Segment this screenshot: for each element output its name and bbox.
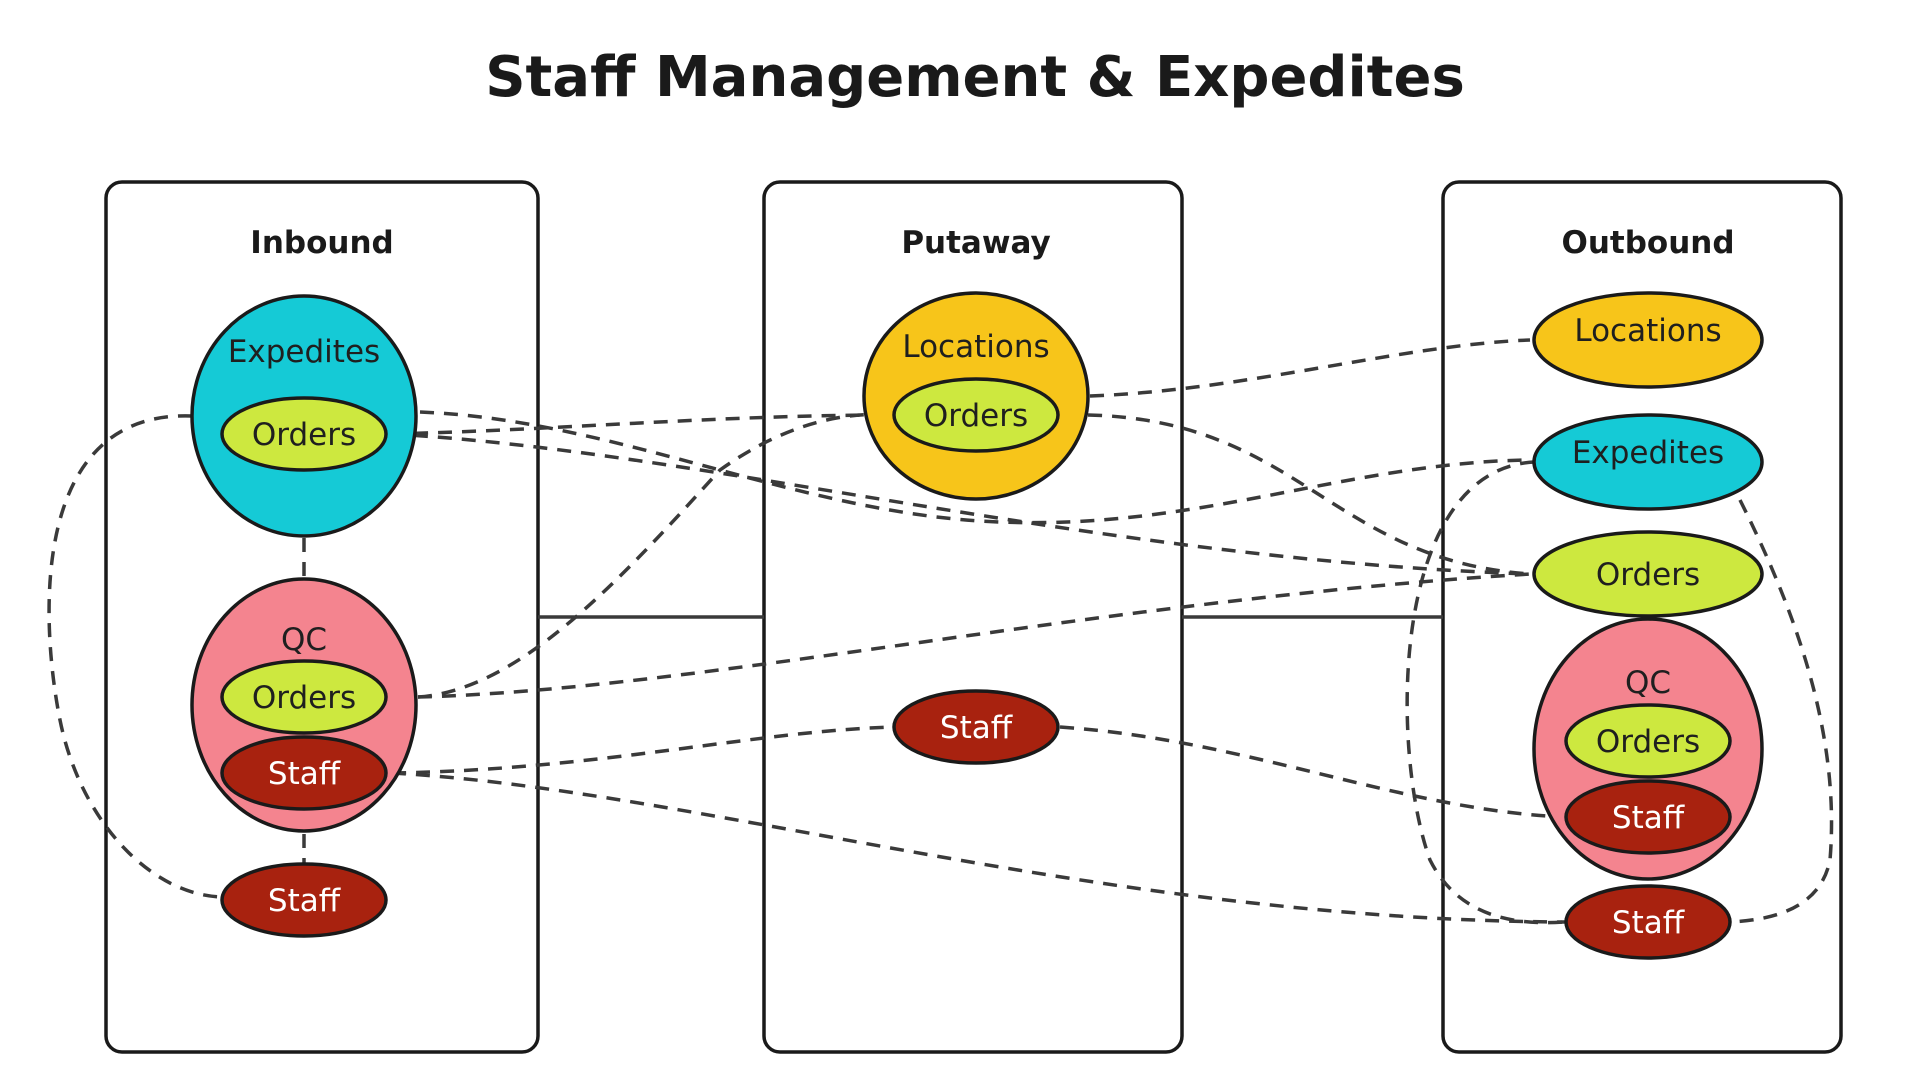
link-putaway-staff-outbound-qc-staff [1059,725,1566,819]
outbound-orders-label: Orders [1596,557,1700,593]
link-exp-orders-putaway-orders [389,413,891,436]
inbound-qc-label: QC [281,622,327,658]
page-title: Staff Management & Expedites [485,45,1465,110]
outbound-expedites-label: Expedites [1572,435,1724,471]
outbound-title: Outbound [1561,225,1734,261]
link-qc-orders-outbound-orders [417,572,1531,699]
inbound-qc-orders-label: Orders [252,680,356,716]
outbound-staff-node[interactable] [1564,884,1732,960]
outbound-locations-node[interactable] [1532,291,1764,389]
outbound-qc-orders-label: Orders [1596,724,1700,760]
outbound-expedites-node[interactable] [1532,413,1764,511]
link-qc-staff-putaway-staff [391,725,897,775]
putaway-title: Putaway [901,225,1050,261]
outbound-orders-node[interactable] [1532,530,1764,618]
inbound-expedites-label: Expedites [228,334,380,370]
dashed-relationships [47,338,1834,925]
inbound-staff-label: Staff [268,883,341,919]
putaway-locations-label: Locations [902,329,1049,365]
inbound-staff-node[interactable] [220,862,388,938]
putaway-locations-orders-label: Orders [924,398,1028,434]
inbound-qc-staff-label: Staff [268,756,341,792]
link-putaway-loc-outbound-loc [1089,338,1531,398]
link-qc-staff-outbound-staff [391,771,1566,924]
outbound-qc-staff-node[interactable] [1564,779,1732,855]
outbound-qc-staff-label: Staff [1612,800,1685,836]
link-inbound-expedites-staff-loop [47,414,223,899]
inbound-title: Inbound [250,225,393,261]
inbound-qc-orders-node[interactable] [220,659,388,735]
inbound-expedites-orders-label: Orders [252,417,356,453]
putaway-staff-label: Staff [940,710,1013,746]
putaway-locations-orders-node[interactable] [892,377,1060,453]
link-outbound-exp-staff-right [1729,499,1834,924]
outbound-locations-label: Locations [1574,313,1721,349]
outbound-staff-label: Staff [1612,905,1685,941]
outbound-qc-label: QC [1625,665,1671,701]
link-outbound-exp-staff-left [1405,460,1566,925]
link-exp-orders-outbound-orders [389,432,1531,576]
link-qc-orders-putaway-orders [417,412,891,699]
inbound-expedites-orders-node[interactable] [220,396,388,472]
outbound-qc-orders-node[interactable] [1564,703,1732,779]
inbound-qc-staff-node[interactable] [220,735,388,811]
link-putaway-loc-outbound-orders [1087,413,1531,576]
putaway-staff-node[interactable] [892,689,1060,765]
